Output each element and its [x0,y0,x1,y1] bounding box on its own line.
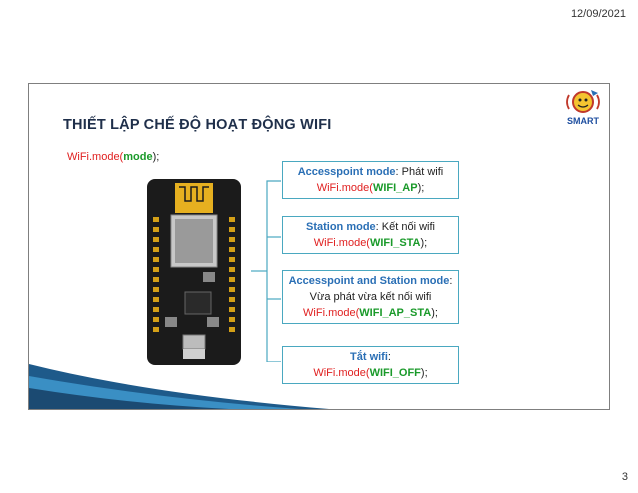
mode-bracket [251,180,281,362]
mode-name: Accesspoint and Station mode [288,275,450,287]
mode-box-accesspoint: Accesspoint mode: Phát wifi WiFi.mode(WI… [282,161,459,199]
smart-logo: SMART [566,90,600,126]
mode-box-ap-station: Accesspoint and Station mode: Vừa phát v… [282,270,459,324]
code-arg: WIFI_AP_STA [359,307,432,319]
slide-date: 12/09/2021 [570,8,626,20]
code-suffix: ); [417,182,425,194]
nodemcu-board-image [147,179,241,365]
code-suffix: ); [420,237,428,249]
mode-colon: : [449,275,453,287]
code-prefix: WiFi.mode( [313,367,370,379]
mode-colon: : [375,221,379,233]
mode-name: Tắt wifi [350,351,388,363]
code-suffix: ); [431,307,438,319]
slide-frame: THIẾT LẬP CHẾ ĐỘ HOẠT ĐỘNG WIFI SMART Wi… [28,83,610,410]
call-func: WiFi.mode( [67,151,124,163]
call-arg: mode [123,151,153,163]
mode-name: Accesspoint mode [297,166,396,178]
code-suffix: ); [420,367,428,379]
code-prefix: WiFi.mode( [303,307,360,319]
code-prefix: WiFi.mode( [313,237,370,249]
code-arg: WIFI_STA [369,237,421,249]
wifi-mode-call: WiFi.mode(mode); [67,151,159,163]
code-arg: WIFI_OFF [369,367,421,379]
mode-name: Station mode [306,221,376,233]
decorative-wave [29,364,329,409]
mode-desc: Phát wifi [398,166,444,178]
mode-box-off: Tắt wifi: WiFi.mode(WIFI_OFF); [282,346,459,384]
mode-colon: : [395,166,399,178]
logo-text: SMART [567,116,599,126]
code-prefix: WiFi.mode( [316,182,373,194]
call-end: ); [152,151,160,163]
slide-title: THIẾT LẬP CHẾ ĐỘ HOẠT ĐỘNG WIFI [63,117,332,133]
mode-desc: Vừa phát vừa kết nối wifi [309,291,432,303]
mode-desc: Kết nối wifi [378,221,435,233]
mode-colon: : [387,351,391,363]
page-number: 3 [621,471,628,483]
code-arg: WIFI_AP [372,182,418,194]
mode-box-station: Station mode: Kết nối wifi WiFi.mode(WIF… [282,216,459,254]
